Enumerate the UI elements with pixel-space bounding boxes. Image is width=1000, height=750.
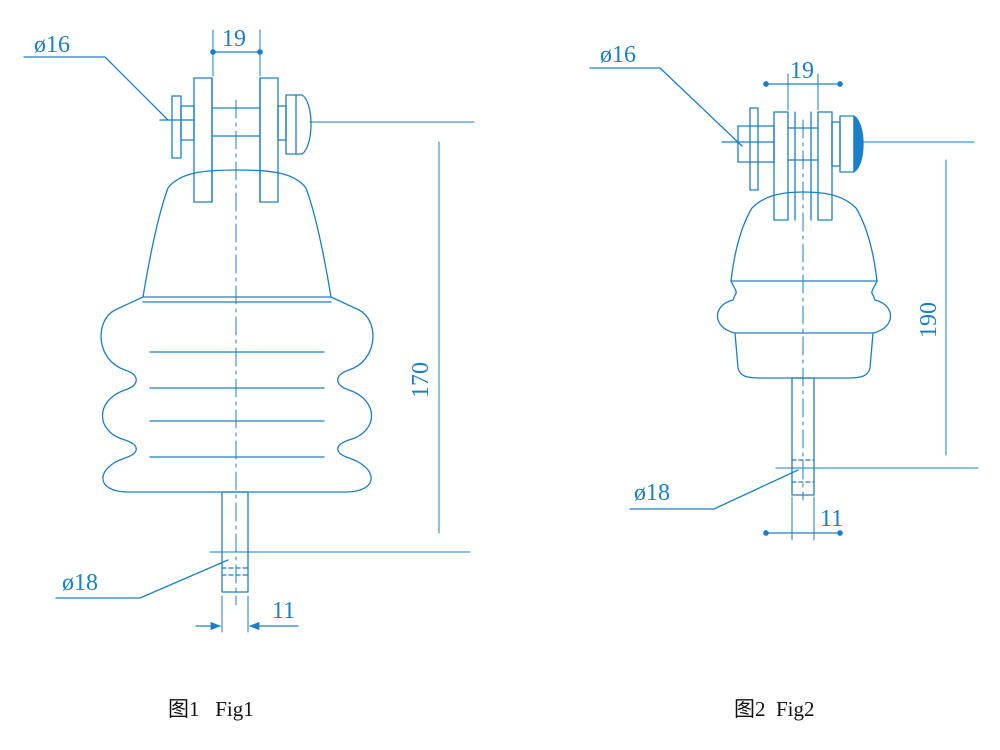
- fig1-dim-height: 170: [408, 362, 434, 398]
- fig1-dim-tongue-hole: ø18: [62, 570, 98, 596]
- fig1-drawing: [23, 29, 475, 633]
- fig1-dim-bolt-diameter: ø16: [34, 32, 70, 58]
- fig2-dim-tongue-width: 11: [820, 506, 843, 532]
- fig1-insulator-body: [100, 169, 374, 493]
- fig1-leader-hole: [55, 559, 229, 599]
- fig2-dim-height: 190: [916, 302, 942, 338]
- fig1-leader-bolt: [23, 56, 169, 121]
- fig2-leader-bolt: [589, 67, 743, 147]
- fig1-dim-tongue-width: 11: [272, 598, 295, 624]
- fig2-insulator-body: [716, 191, 892, 379]
- fig1-caption: 图1 Fig1: [168, 697, 254, 721]
- fig2-leader-hole: [629, 469, 799, 510]
- fig2-bolt: [721, 107, 864, 191]
- fig2-dim-clevis-gap: 19: [790, 58, 814, 84]
- fig2-drawing: [589, 67, 979, 541]
- fig1-dim-clevis-gap: 19: [222, 26, 246, 52]
- fig1-bolt: [159, 94, 312, 159]
- fig2-dim-tongue-hole: ø18: [634, 480, 670, 506]
- fig1-tongue: [221, 491, 249, 593]
- fig2-caption: 图2 Fig2: [734, 697, 815, 721]
- fig2-dim-bolt-diameter: ø16: [600, 42, 636, 68]
